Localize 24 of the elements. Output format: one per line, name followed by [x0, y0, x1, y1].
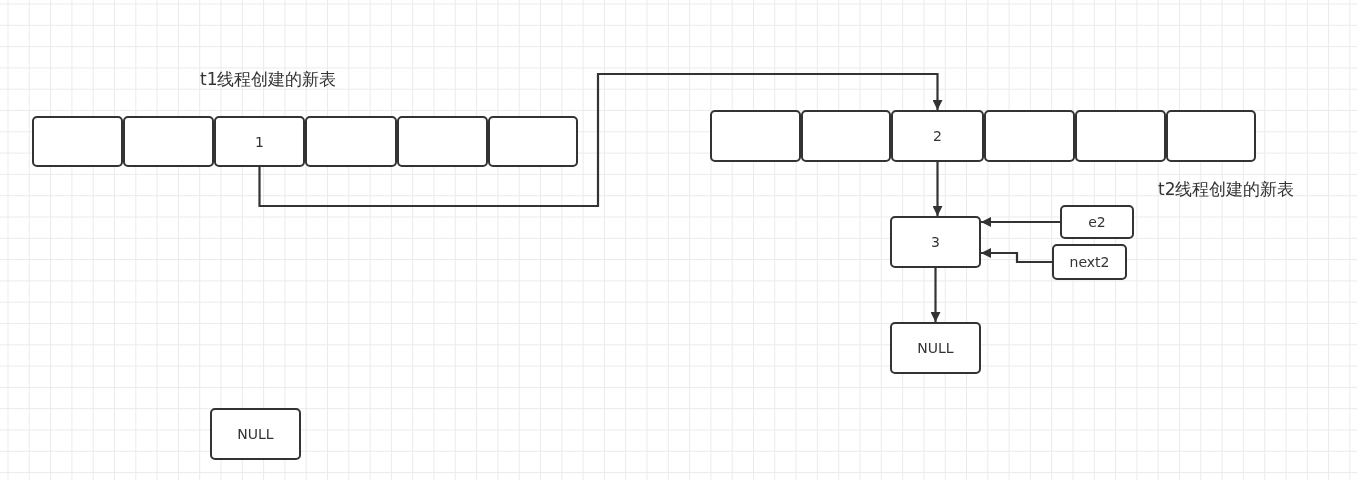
- table-cell: [801, 110, 891, 162]
- table-cell: [984, 110, 1075, 162]
- node-box: 1: [214, 116, 305, 167]
- table-cell: [397, 116, 488, 167]
- arrow: [932, 162, 943, 216]
- node-box: next2: [1052, 244, 1127, 280]
- arrow: [258, 72, 943, 208]
- null-box: NULL: [210, 408, 301, 460]
- table-caption: t1线程创建的新表: [200, 68, 337, 91]
- arrow: [981, 217, 1060, 227]
- node-box: 2: [891, 110, 984, 162]
- arrow: [981, 248, 1052, 264]
- table-cell: [488, 116, 578, 167]
- table-cell: [710, 110, 801, 162]
- arrow: [930, 268, 941, 322]
- table-cell: [305, 116, 397, 167]
- table-cell: [123, 116, 214, 167]
- node-box: 3: [890, 216, 981, 268]
- null-box: NULL: [890, 322, 981, 374]
- table-caption: t2线程创建的新表: [1158, 178, 1295, 201]
- node-box: e2: [1060, 205, 1134, 239]
- table-cell: [1166, 110, 1256, 162]
- table-cell: [1075, 110, 1166, 162]
- table-cell: [32, 116, 123, 167]
